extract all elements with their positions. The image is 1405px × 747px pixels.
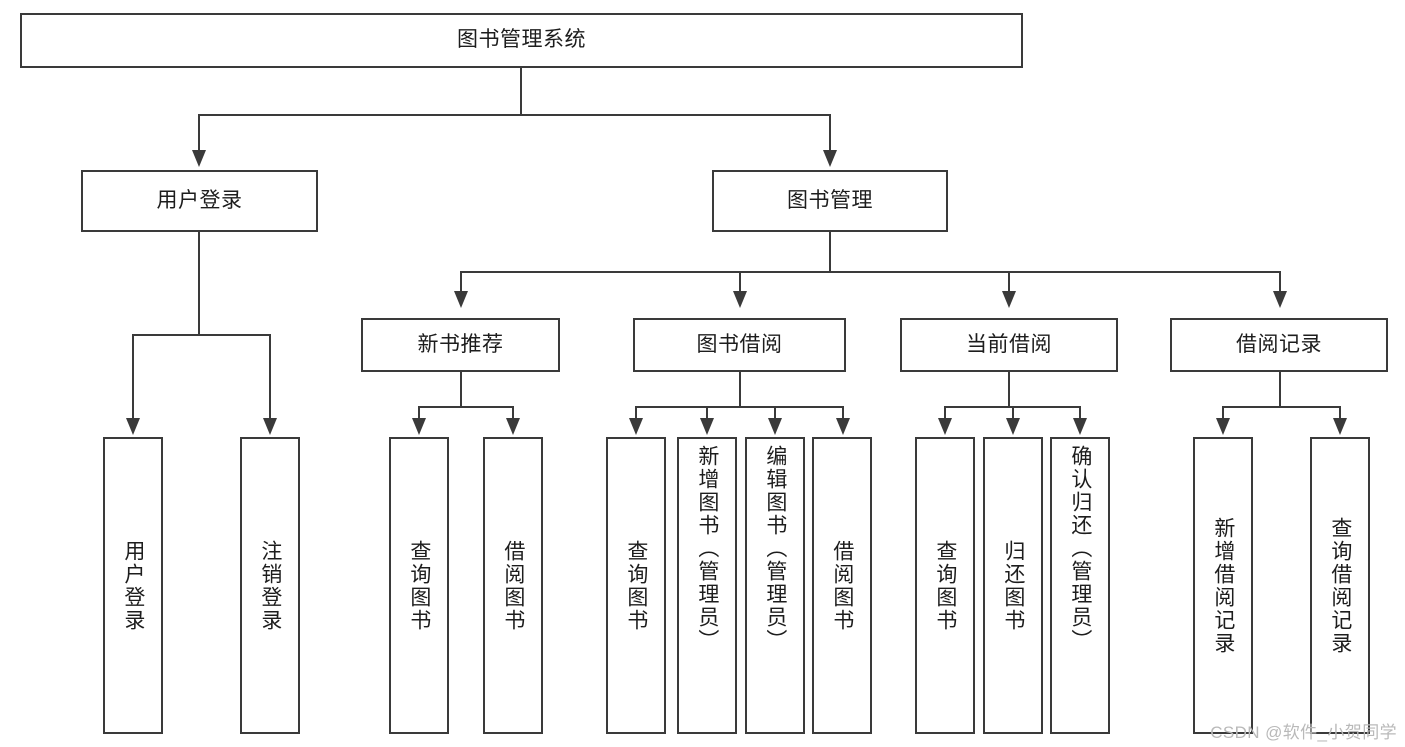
connector-book-borrow-leaf2 [706, 406, 708, 420]
connector-book-borrow-leaf3 [774, 406, 776, 420]
connector-level1-bus [198, 114, 830, 116]
leaf-new-book-borrow-book[interactable]: 借阅图书 [483, 437, 543, 734]
arrowhead-book-borrow-leaf1 [629, 418, 643, 435]
node-borrow-record[interactable]: 借阅记录 [1170, 318, 1388, 372]
arrowhead-user-login-leaf1 [126, 418, 140, 435]
node-user-login[interactable]: 用户登录 [81, 170, 318, 232]
arrowhead-book-borrow-leaf4 [836, 418, 850, 435]
arrowhead-current-borrow-leaf3 [1073, 418, 1087, 435]
node-current-borrow[interactable]: 当前借阅 [900, 318, 1118, 372]
node-label: 查询图书 [933, 539, 957, 632]
arrowhead-borrow-record-leaf2 [1333, 418, 1347, 435]
connector-current-borrow-leaf1 [944, 406, 946, 420]
connector-user-login-stem [198, 232, 200, 335]
node-book-management[interactable]: 图书管理 [712, 170, 948, 232]
node-label: 查询图书 [624, 539, 648, 632]
node-root-book-management-system[interactable]: 图书管理系统 [20, 13, 1023, 68]
arrowhead-to-book-management [823, 150, 837, 167]
connector-book-borrow-bus [635, 406, 843, 408]
leaf-borrow-record-add-record[interactable]: 新增借阅记录 [1193, 437, 1253, 734]
arrowhead-current-borrow-leaf2 [1006, 418, 1020, 435]
connector-level2-bus [460, 271, 1279, 273]
node-label: 确认归还（管理员） [1068, 445, 1092, 652]
connector-new-book-bus [418, 406, 513, 408]
node-new-book-recommend[interactable]: 新书推荐 [361, 318, 560, 372]
node-label: 图书借阅 [696, 332, 783, 356]
connector-to-borrow-record [1279, 271, 1281, 293]
arrowhead-to-user-login [192, 150, 206, 167]
connector-current-borrow-leaf2 [1012, 406, 1014, 420]
leaf-book-borrow-borrow-book[interactable]: 借阅图书 [812, 437, 872, 734]
node-label: 新增借阅记录 [1211, 516, 1235, 655]
node-label: 当前借阅 [966, 332, 1052, 356]
leaf-book-borrow-add-book-admin[interactable]: 新增图书（管理员） [677, 437, 737, 734]
node-label: 借阅图书 [501, 539, 525, 632]
connector-borrow-record-leaf2 [1339, 406, 1341, 420]
arrowhead-borrow-record-leaf1 [1216, 418, 1230, 435]
node-book-borrow[interactable]: 图书借阅 [633, 318, 846, 372]
arrowhead-to-current-borrow [1002, 291, 1016, 308]
connector-root-stem [520, 68, 522, 115]
connector-to-book-management [829, 114, 831, 152]
connector-book-borrow-leaf4 [842, 406, 844, 420]
leaf-current-borrow-query-book[interactable]: 查询图书 [915, 437, 975, 734]
connector-to-new-book [460, 271, 462, 293]
connector-borrow-record-bus [1222, 406, 1340, 408]
connector-new-book-leaf1 [418, 406, 420, 420]
node-label: 图书管理 [787, 188, 873, 212]
node-label: 查询借阅记录 [1328, 516, 1352, 655]
connector-borrow-record-leaf1 [1222, 406, 1224, 420]
node-label: 图书管理系统 [457, 28, 586, 52]
arrowhead-new-book-leaf2 [506, 418, 520, 435]
leaf-user-login-login[interactable]: 用户登录 [103, 437, 163, 734]
node-label: 编辑图书（管理员） [763, 445, 787, 652]
connector-new-book-stem [460, 372, 462, 407]
connector-user-login-leaf2 [269, 334, 271, 420]
arrowhead-current-borrow-leaf1 [938, 418, 952, 435]
connector-user-login-leaf1 [132, 334, 134, 420]
arrowhead-book-borrow-leaf3 [768, 418, 782, 435]
connector-new-book-leaf2 [512, 406, 514, 420]
arrowhead-user-login-leaf2 [263, 418, 277, 435]
arrowhead-new-book-leaf1 [412, 418, 426, 435]
connector-book-borrow-stem [739, 372, 741, 407]
connector-user-login-bus [132, 334, 270, 336]
arrowhead-book-borrow-leaf2 [700, 418, 714, 435]
connector-book-borrow-leaf1 [635, 406, 637, 420]
leaf-current-borrow-confirm-return-admin[interactable]: 确认归还（管理员） [1050, 437, 1110, 734]
node-label: 借阅记录 [1236, 332, 1322, 356]
connector-current-borrow-leaf3 [1079, 406, 1081, 420]
node-label: 新增图书（管理员） [695, 445, 719, 652]
leaf-user-login-logout[interactable]: 注销登录 [240, 437, 300, 734]
leaf-book-borrow-query-book[interactable]: 查询图书 [606, 437, 666, 734]
arrowhead-to-borrow-record [1273, 291, 1287, 308]
arrowhead-to-book-borrow [733, 291, 747, 308]
leaf-new-book-query-book[interactable]: 查询图书 [389, 437, 449, 734]
node-label: 归还图书 [1001, 539, 1025, 632]
node-label: 用户登录 [156, 188, 243, 212]
node-label: 用户登录 [121, 539, 145, 632]
connector-book-management-stem [829, 232, 831, 273]
arrowhead-to-new-book [454, 291, 468, 308]
connector-current-borrow-stem [1008, 372, 1010, 407]
node-label: 新书推荐 [417, 332, 504, 356]
connector-borrow-record-stem [1279, 372, 1281, 407]
connector-to-user-login [198, 114, 200, 152]
node-label: 注销登录 [258, 539, 282, 632]
connector-to-current-borrow [1008, 271, 1010, 293]
node-label: 查询图书 [407, 539, 431, 632]
leaf-book-borrow-edit-book-admin[interactable]: 编辑图书（管理员） [745, 437, 805, 734]
connector-to-book-borrow [739, 271, 741, 293]
leaf-current-borrow-return-book[interactable]: 归还图书 [983, 437, 1043, 734]
watermark-text: CSDN @软件_小贺同学 [1210, 723, 1397, 742]
leaf-borrow-record-query-record[interactable]: 查询借阅记录 [1310, 437, 1370, 734]
node-label: 借阅图书 [830, 539, 854, 632]
